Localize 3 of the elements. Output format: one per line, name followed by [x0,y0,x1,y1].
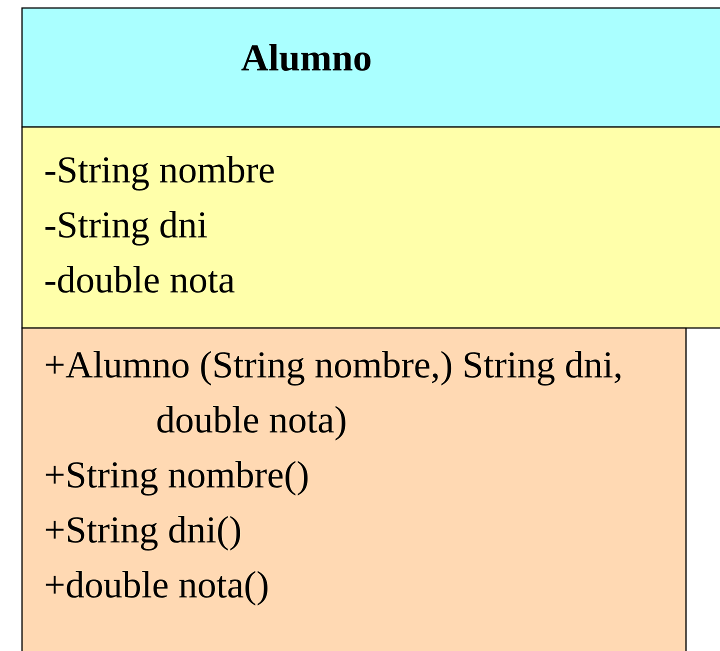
class-header: Alumno [21,7,720,128]
method-compartment: +Alumno (String nombre,) String dni, double nota) +String nombre() +String dni() +double nota() [21,327,687,651]
attribute-compartment: -String nombre -String dni -double nota [21,126,720,329]
